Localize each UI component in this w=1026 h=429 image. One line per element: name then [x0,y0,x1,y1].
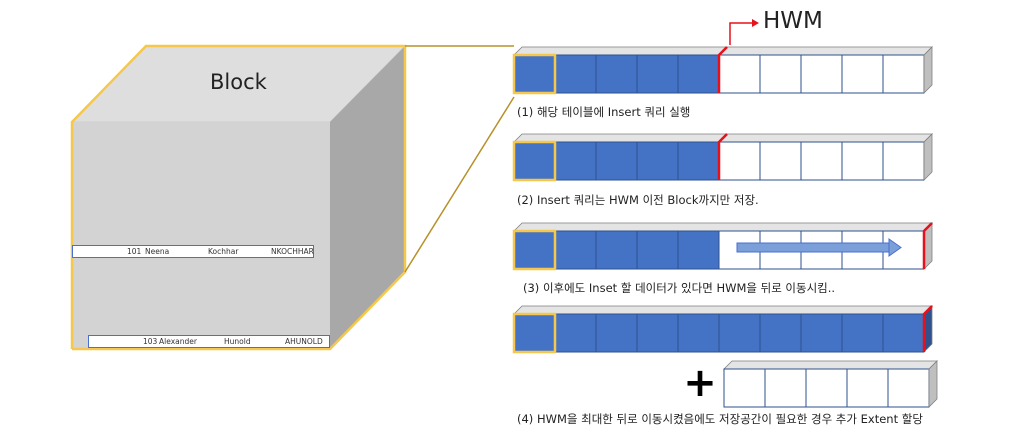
used-block [882,313,925,353]
row-last-name: Kochhar [208,247,239,256]
row-last-name: Hunold [224,337,251,346]
block-top-face [723,360,938,370]
free-block [841,54,884,94]
used-block [636,54,679,94]
block-top-face [513,305,933,315]
zoom-line-bottom [404,96,515,273]
block-side-face [928,360,938,408]
used-block [636,141,679,181]
free-block [800,141,843,181]
used-block [595,54,638,94]
used-block [595,313,638,353]
used-block [800,313,843,353]
used-block [759,313,802,353]
used-block [841,313,884,353]
new-extent-row [723,360,938,408]
used-block [677,313,720,353]
used-block [554,230,597,270]
free-block [841,141,884,181]
free-block [759,54,802,94]
first-block-highlight [512,312,557,354]
row-email: AHUNOLD [285,337,323,346]
used-block [554,141,597,181]
used-block [636,230,679,270]
hwm-marker [922,222,933,269]
block-side-face [923,133,933,181]
used-block [677,230,720,270]
block-cube [70,44,407,351]
hwm-marker [717,133,728,180]
free-block [759,141,802,181]
plus-sign: + [683,360,717,406]
first-block-highlight [512,140,557,182]
free-block [882,54,925,94]
free-block [718,54,761,94]
used-block [554,54,597,94]
hwm-move-arrow [736,238,902,257]
step2-caption: (2) Insert 쿼리는 HWM 이전 Block까지만 저장. [517,193,759,207]
table-row [88,335,330,348]
first-block-highlight [512,229,557,271]
hwm-marker [717,46,728,93]
first-block-highlight [512,53,557,95]
block-label: Block [210,70,267,94]
step2-block-row [512,133,933,182]
row-email: NKOCHHAR [271,247,314,256]
hwm-marker [922,305,933,352]
used-block [513,141,556,181]
used-block [554,313,597,353]
cube-side-face [330,46,405,349]
free-block [887,368,930,408]
step1-block-row [512,46,933,95]
row-first-name: Neena [145,247,170,256]
used-block [595,141,638,181]
used-block [677,54,720,94]
row-id: 101 [127,247,142,256]
hwm-arrow [729,19,759,45]
used-block [595,230,638,270]
cube-front-face [72,122,330,349]
free-block [882,141,925,181]
step1-caption: (1) 해당 테이블에 Insert 쿼리 실행 [517,105,691,119]
free-block [764,368,807,408]
free-block [718,141,761,181]
row-id: 103 [143,337,158,346]
used-block [513,313,556,353]
used-block [513,230,556,270]
free-block [846,368,889,408]
row-first-name: Alexander [159,337,197,346]
step4-block-row [512,305,933,354]
free-block [805,368,848,408]
used-block [718,313,761,353]
free-block [800,54,843,94]
table-row [72,245,314,258]
block-top-face [513,222,933,232]
used-block [513,54,556,94]
step3-caption: (3) 이후에도 Inset 할 데이터가 있다면 HWM을 뒤로 이동시킴.. [523,281,836,295]
used-block [636,313,679,353]
used-block [677,141,720,181]
block-side-face [923,46,933,94]
step4-caption: (4) HWM을 최대한 뒤로 이동시켰음에도 저장공간이 필요한 경우 추가 … [517,412,923,426]
hwm-label: HWM [763,8,823,34]
free-block [723,368,766,408]
